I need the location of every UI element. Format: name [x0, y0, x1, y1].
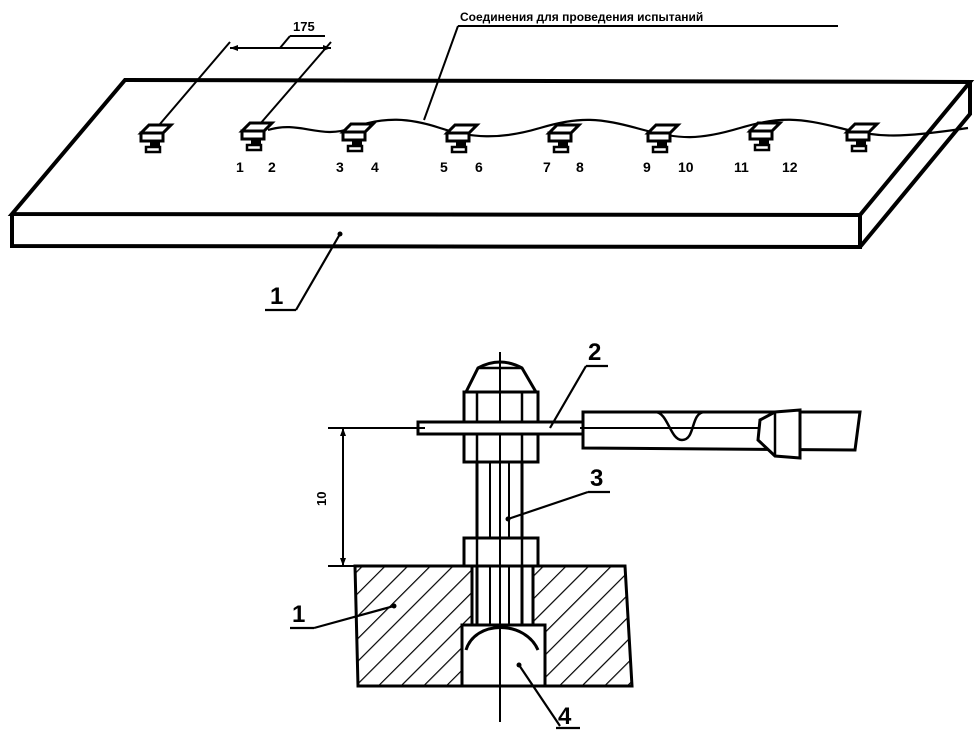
connection-wire	[267, 118, 969, 139]
terminal-clamps	[139, 121, 879, 154]
callout-head: 4	[558, 703, 572, 730]
terminal-number: 8	[576, 159, 584, 175]
spacing-dimension: 175	[159, 19, 332, 125]
callout-lug: 2	[588, 339, 601, 366]
connections-callout: Соединения для проведения испытаний	[423, 10, 838, 121]
terminal-clamp	[547, 123, 581, 154]
dimension-label-175: 175	[293, 19, 315, 34]
terminal-clamp	[646, 123, 680, 154]
terminal-number: 2	[268, 159, 276, 175]
terminal-clamp	[341, 122, 375, 153]
detail-callouts: 1 2 3 4	[290, 339, 610, 730]
terminal-number: 3	[336, 159, 344, 175]
terminal-numbers: 1 2 3 4 5 6 7 8 9 10 11 12	[236, 159, 798, 175]
terminal-number: 11	[734, 159, 749, 175]
bolt	[460, 352, 547, 722]
terminal-clamp	[445, 123, 479, 154]
terminal-number: 12	[782, 159, 798, 175]
callout-board: 1	[292, 601, 305, 628]
terminal-number: 5	[440, 159, 448, 175]
height-dimension: 10	[314, 427, 425, 567]
board-callout-label: 1	[270, 283, 283, 310]
top-view: 1 2 3 4 5 6 7 8 9 10 11 12 175	[7, 10, 975, 312]
terminal-number: 10	[678, 159, 694, 175]
terminal-number: 1	[236, 159, 244, 175]
detail-view: 10 1 2 3 4	[290, 339, 862, 730]
mounting-board	[7, 77, 975, 250]
terminal-number: 6	[475, 159, 483, 175]
terminal-clamp	[139, 123, 173, 154]
dimension-label-10: 10	[314, 492, 329, 506]
terminal-clamp	[845, 122, 879, 153]
board-callout: 1	[265, 231, 343, 312]
callout-bolt: 3	[590, 465, 603, 492]
terminal-clamp	[748, 121, 782, 152]
cable-lug	[416, 408, 862, 460]
terminal-number: 4	[371, 159, 379, 175]
terminal-number: 9	[643, 159, 651, 175]
terminal-clamp	[240, 121, 274, 152]
connections-label: Соединения для проведения испытаний	[460, 10, 703, 24]
terminal-number: 7	[543, 159, 551, 175]
